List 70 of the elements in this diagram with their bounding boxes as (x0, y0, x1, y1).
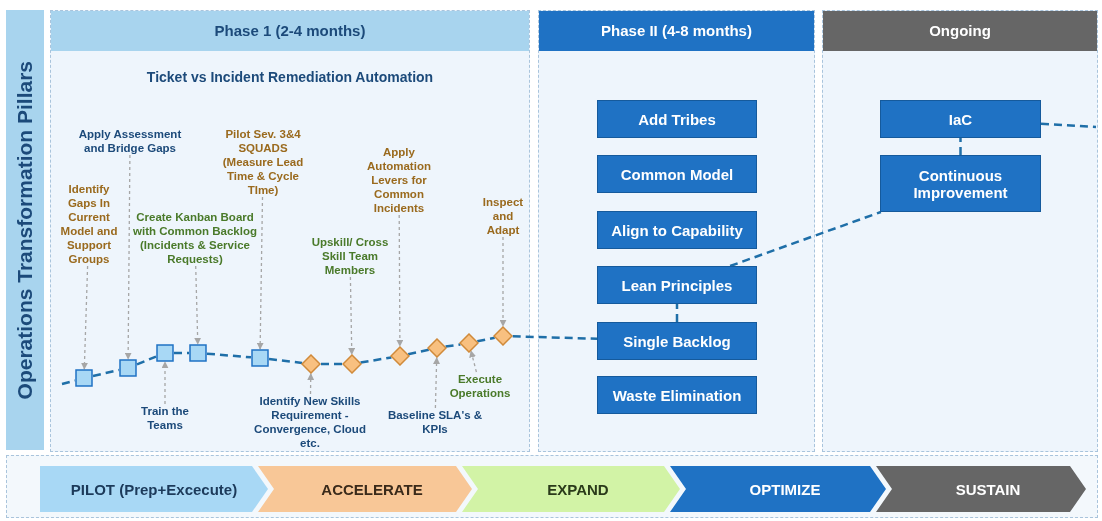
stage-banner: EXPAND (462, 466, 680, 512)
milestone-label: Pilot Sev. 3&4 SQUADS (Measure Lead Time & Cycle TIme) (215, 127, 311, 197)
phase-panel (822, 10, 1098, 452)
milestone-square (251, 349, 269, 367)
leader-line (348, 276, 356, 355)
milestone-label: Inspect and Adapt (478, 195, 528, 237)
phase-header: Ongoing (823, 11, 1097, 51)
milestone-label: Identify New Skills Requirement - Convergence, Cloud etc. (248, 394, 372, 450)
leader-line (469, 350, 478, 373)
milestone-diamond (342, 354, 362, 374)
practice-box: Lean Principles (597, 266, 757, 304)
phase-header: Phase II (4-8 months) (539, 11, 814, 51)
phase-header: Phase 1 (2-4 months) (51, 11, 529, 51)
leader-line (499, 236, 507, 327)
stage-banner: PILOT (Prep+Excecute) (40, 466, 268, 512)
roadmap-line (206, 352, 252, 359)
practice-box: Single Backlog (597, 322, 757, 360)
milestone-label: Upskill/ Cross Skill Team Members (305, 235, 395, 277)
practice-box: Align to Capability (597, 211, 757, 249)
phase-panel (538, 10, 815, 452)
milestone-square (156, 344, 174, 362)
practice-box: Waste Elimination (597, 376, 757, 414)
milestone-label: Create Kanban Board with Common Backlog (Incidents & Service Requests) (132, 210, 258, 266)
leader-line (307, 373, 315, 395)
milestone-square (119, 359, 137, 377)
subtitle: Ticket vs Incident Remediation Automation (145, 69, 435, 85)
practice-box: Common Model (597, 155, 757, 193)
milestone-label: Apply Automation Levers for Common Incidents (358, 145, 440, 215)
roadmap-line (729, 210, 882, 268)
leader-line (194, 265, 202, 345)
milestone-square (75, 369, 93, 387)
milestone-diamond (493, 326, 513, 346)
leader-line (161, 361, 169, 405)
milestone-label: Baseline SLA's & KPIs (385, 408, 485, 436)
practice-box: Continuous Improvement (880, 155, 1041, 212)
milestone-label: Execute Operations (440, 372, 520, 400)
phase-panel (50, 10, 530, 452)
milestone-label: Apply Assessment and Bridge Gaps (70, 127, 190, 155)
leader-line (396, 214, 404, 347)
milestone-diamond (390, 346, 410, 366)
roadmap-line (512, 335, 598, 340)
leader-line (81, 265, 89, 370)
roadmap-line (321, 362, 342, 366)
milestone-label: Train the Teams (125, 404, 205, 432)
roadmap-line (174, 351, 189, 355)
roadmap-line (1040, 122, 1097, 129)
roadmap-line (136, 355, 157, 366)
leader-line (256, 196, 264, 350)
practice-box: IaC (880, 100, 1041, 138)
leader-line (433, 357, 441, 409)
roadmap-line (477, 336, 495, 343)
roadmap-line (675, 304, 679, 322)
stage-banner: SUSTAIN (876, 466, 1086, 512)
milestone-diamond (301, 354, 321, 374)
roadmap-line (360, 356, 392, 364)
pillar-band: Operations Transformation Pillars (6, 10, 44, 450)
milestone-label: Identify Gaps In Current Model and Support Groups (56, 182, 122, 266)
roadmap-line (959, 138, 962, 155)
roadmap-line (445, 343, 461, 348)
practice-box: Add Tribes (597, 100, 757, 138)
milestone-diamond (459, 333, 479, 353)
roadmap-line (92, 368, 120, 378)
stage-banner: OPTIMIZE (670, 466, 886, 512)
milestone-square (189, 344, 207, 362)
roadmap-line (61, 379, 76, 386)
stage-banner: ACCELERATE (258, 466, 472, 512)
leader-line (124, 154, 132, 360)
roadmap-line (268, 357, 303, 365)
roadmap-line (407, 348, 430, 356)
milestone-diamond (427, 338, 447, 358)
